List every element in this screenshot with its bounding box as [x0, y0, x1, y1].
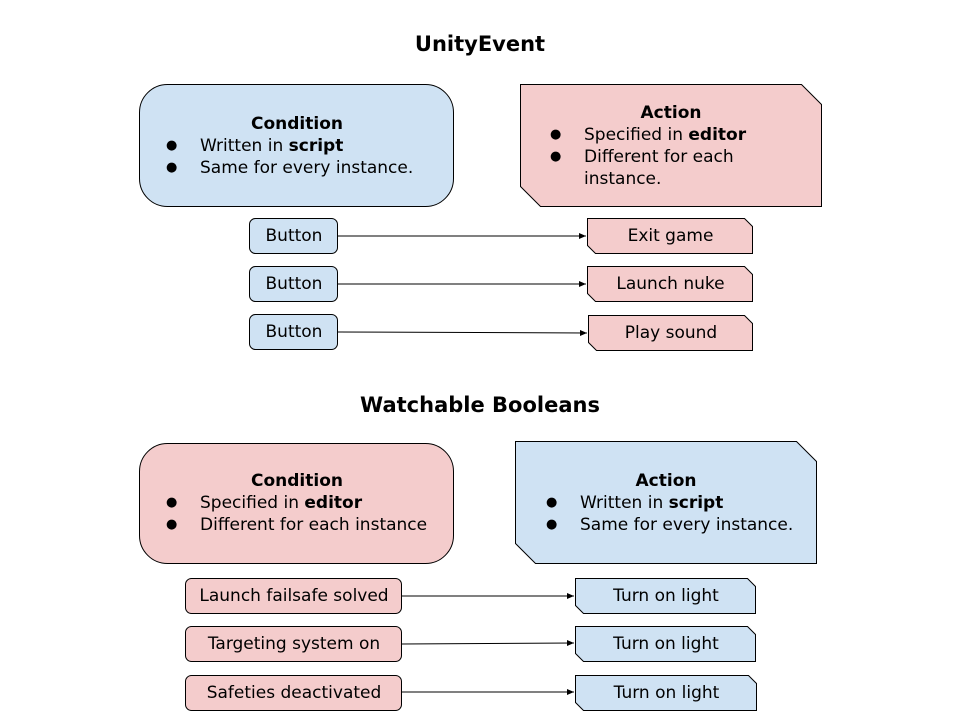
action-node: Launch nuke	[616, 274, 725, 294]
condition-node-shape	[249, 314, 338, 350]
action-node: Turn on light	[613, 682, 720, 703]
condition-node: Button	[265, 321, 323, 342]
mapping-arrow	[401, 640, 575, 647]
condition-heading: Condition	[251, 471, 343, 491]
action-node: Play sound	[624, 322, 718, 343]
action-heading: Action	[640, 103, 702, 123]
condition-node-shape	[185, 675, 402, 711]
action-node: Turn on light	[613, 585, 719, 606]
action-node-shape	[575, 626, 756, 662]
action-bullet: Different for each instance.	[550, 146, 755, 190]
action-bullet: Same for every instance.	[546, 514, 816, 536]
watchable-condition-box: Condition Specified in editor Different …	[140, 470, 454, 536]
unityevent-condition-box: Condition Written in script Same for eve…	[140, 113, 454, 179]
action-node: Turn on light	[613, 633, 719, 654]
condition-bullet: Same for every instance.	[166, 157, 454, 179]
condition-bullet: Written in script	[166, 135, 454, 157]
condition-node-shape	[185, 578, 402, 614]
unityevent-action-box: Action Specified in editor Different for…	[520, 102, 822, 190]
action-node-shape	[587, 218, 753, 254]
action-heading: Action	[635, 471, 697, 491]
condition-node-shape	[249, 218, 338, 254]
condition-node-shape	[185, 626, 402, 662]
condition-heading: Condition	[251, 114, 343, 134]
condition-node: Button	[265, 273, 323, 294]
action-node-shape	[575, 578, 756, 614]
condition-node: Launch failsafe solved	[199, 585, 389, 606]
action-bullet: Written in script	[546, 492, 816, 514]
action-node: Exit game	[627, 226, 714, 246]
condition-node-shape	[249, 266, 338, 302]
watchable-action-box: Action Written in script Same for every …	[516, 470, 816, 536]
condition-node: Safeties deactivated	[206, 682, 382, 703]
section-title-unityevent: UnityEvent	[414, 32, 546, 56]
action-node-shape	[575, 675, 757, 711]
condition-bullet: Different for each instance	[166, 514, 454, 536]
action-node-shape	[588, 315, 753, 351]
action-node-shape	[587, 266, 753, 302]
condition-bullet: Specified in editor	[166, 492, 454, 514]
mapping-arrow	[337, 329, 588, 336]
section-title-watchable-booleans: Watchable Booleans	[360, 393, 600, 417]
condition-node: Button	[265, 225, 323, 246]
action-bullet: Specified in editor	[550, 124, 755, 146]
condition-node: Targeting system on	[207, 633, 381, 654]
